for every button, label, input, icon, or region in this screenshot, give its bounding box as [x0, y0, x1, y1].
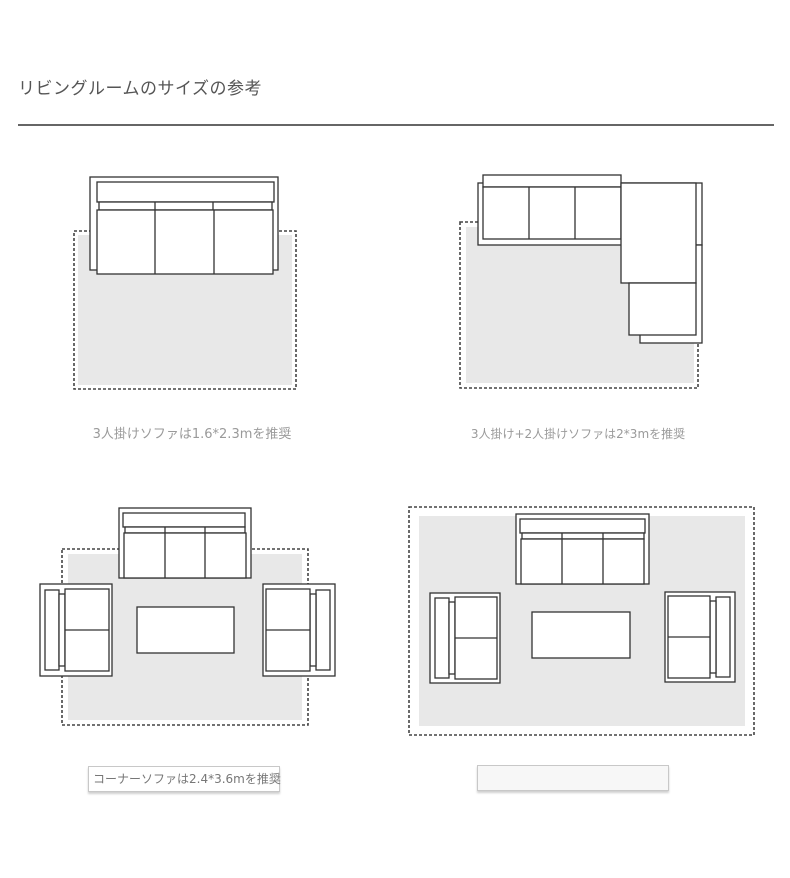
- title-divider: [18, 124, 774, 126]
- diagram-sofa-armchairs-large: [408, 506, 755, 736]
- caption-corner: 3人掛け+2人掛けソファは2*3mを推奨: [470, 427, 686, 441]
- diagram-sofa-armchairs-medium: [39, 507, 336, 726]
- diagram-corner-sofa: [459, 174, 703, 389]
- caption-large: [477, 765, 669, 791]
- page-title: リビングルームのサイズの参考: [18, 79, 262, 99]
- caption-corner-sofa: コーナーソファは2.4*3.6mを推奨: [88, 766, 281, 792]
- caption-three-seat: 3人掛けソファは1.6*2.3mを推奨: [92, 427, 292, 442]
- diagram-three-seat-sofa: [73, 176, 297, 390]
